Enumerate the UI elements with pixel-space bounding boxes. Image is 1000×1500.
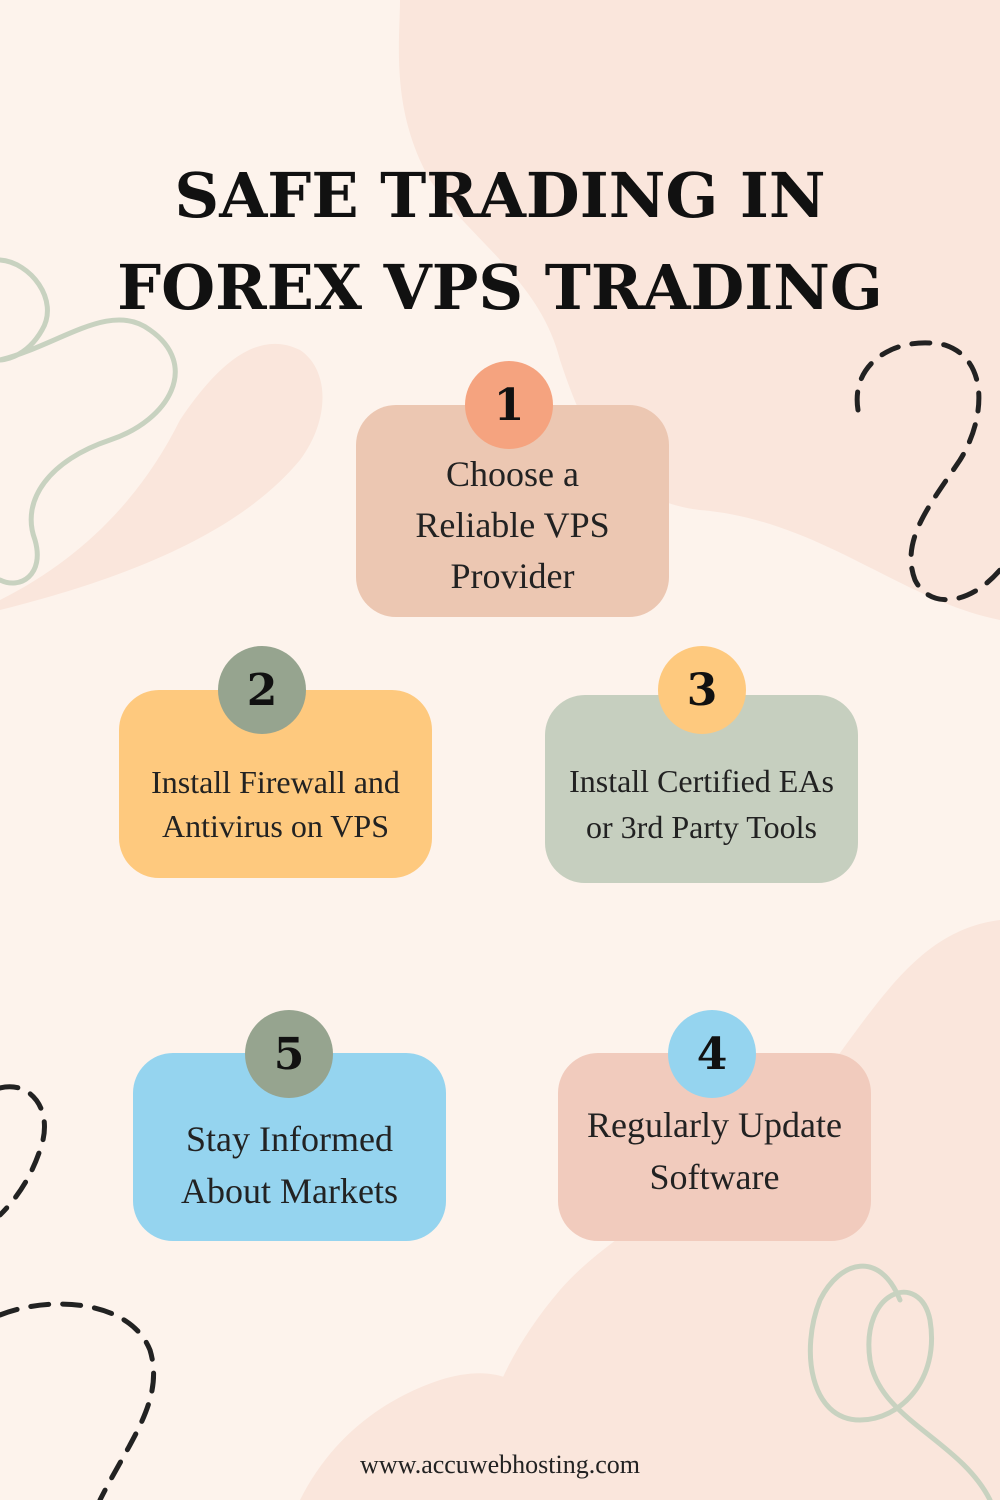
background-blob-bottom xyxy=(300,1373,546,1500)
step-4-number-badge: 4 xyxy=(668,1010,756,1098)
step-2-label: Install Firewall and Antivirus on VPS xyxy=(151,764,400,844)
step-1-number: 1 xyxy=(493,379,525,431)
green-squiggle-right-icon xyxy=(807,1263,993,1500)
step-2-number-badge: 2 xyxy=(218,646,306,734)
step-1-number-badge: 1 xyxy=(465,361,553,449)
page-title: SAFE TRADING IN FOREX VPS TRADING xyxy=(0,150,1000,334)
step-4-card: Regularly Update Software xyxy=(558,1053,871,1241)
background-blob-top xyxy=(398,0,1000,620)
green-squiggle-left-icon xyxy=(0,257,178,586)
step-5-number-badge: 5 xyxy=(245,1010,333,1098)
step-3-label: Install Certified EAs or 3rd Party Tools xyxy=(569,763,834,845)
title-line-1: SAFE TRADING IN xyxy=(174,159,826,232)
step-3-number: 3 xyxy=(686,664,718,716)
step-4-number: 4 xyxy=(696,1028,728,1080)
step-1-card: Choose a Reliable VPS Provider xyxy=(356,405,669,617)
background-blob-left xyxy=(0,343,323,610)
step-2-number: 2 xyxy=(246,664,278,716)
title-line-2: FOREX VPS TRADING xyxy=(117,251,883,324)
step-5-number: 5 xyxy=(273,1028,305,1080)
step-4-label: Regularly Update Software xyxy=(587,1105,842,1197)
dashed-curve-bottom-left-icon xyxy=(0,1301,157,1500)
dashed-curve-top-right-icon xyxy=(854,340,1000,603)
step-3-number-badge: 3 xyxy=(658,646,746,734)
dashed-curve-left-icon xyxy=(0,1084,47,1218)
step-1-label: Choose a Reliable VPS Provider xyxy=(415,453,610,596)
step-3-card: Install Certified EAs or 3rd Party Tools xyxy=(545,695,858,883)
step-5-label: Stay Informed About Markets xyxy=(181,1119,398,1211)
footer-website-url: www.accuwebhosting.com xyxy=(360,1450,640,1479)
